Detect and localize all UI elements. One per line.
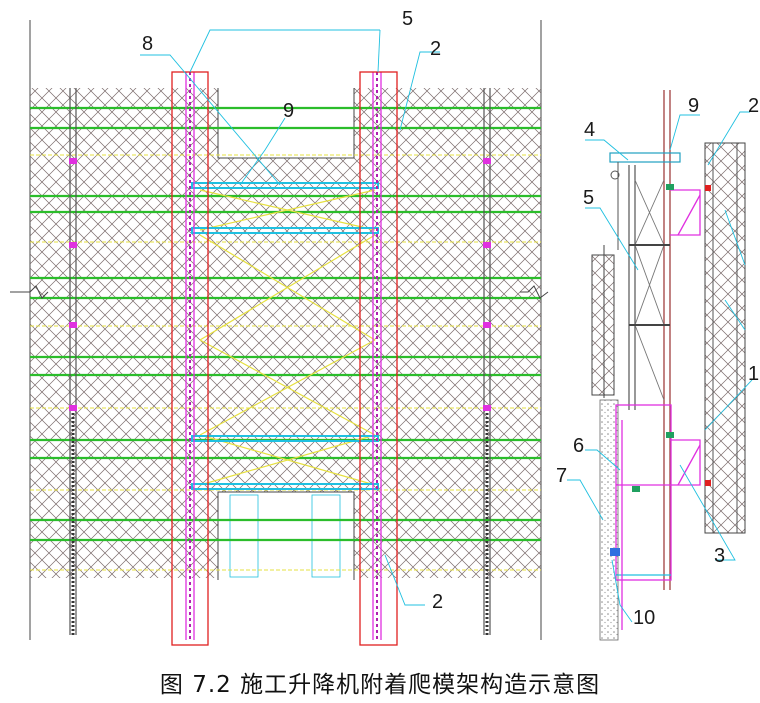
label-2-bottom: 2 xyxy=(432,591,443,613)
label-8: 8 xyxy=(142,33,153,55)
leader-lines-left xyxy=(140,29,440,606)
label-5-side: 5 xyxy=(583,187,594,209)
label-6: 6 xyxy=(573,435,584,457)
front-elevation xyxy=(10,20,549,646)
callout-labels: 8 5 2 9 2 4 9 2 5 1 6 7 3 10 xyxy=(142,8,759,629)
anchor-points xyxy=(610,184,711,556)
mast-boundary-right xyxy=(359,71,398,646)
outer-rails xyxy=(69,88,491,635)
break-mark-right xyxy=(520,285,549,299)
green-walers xyxy=(30,106,541,542)
label-4: 4 xyxy=(584,119,595,141)
formwork-hatch xyxy=(30,70,541,582)
cross-bracing xyxy=(199,189,376,486)
figure-caption: 图 7.2 施工升降机附着爬模架构造示意图 xyxy=(159,672,601,698)
label-3: 3 xyxy=(714,545,725,567)
side-brackets xyxy=(615,189,701,630)
label-1: 1 xyxy=(748,363,759,385)
jib-beam xyxy=(609,152,681,163)
label-10: 10 xyxy=(633,607,655,629)
outer-lattice xyxy=(704,142,746,534)
top-opening xyxy=(217,88,355,159)
concrete-wall xyxy=(599,399,619,641)
label-5: 5 xyxy=(402,8,413,30)
label-2-side: 2 xyxy=(748,95,759,117)
label-9: 9 xyxy=(283,100,294,122)
mast-columns xyxy=(185,72,382,640)
side-mast xyxy=(628,90,671,590)
hanging-panel xyxy=(591,254,615,396)
side-section xyxy=(567,90,753,641)
break-mark-left xyxy=(10,285,49,299)
bottom-opening xyxy=(217,491,355,580)
label-7: 7 xyxy=(556,465,567,487)
label-2: 2 xyxy=(430,38,441,60)
label-9-side: 9 xyxy=(688,95,699,117)
leader-lines-right xyxy=(567,111,753,623)
